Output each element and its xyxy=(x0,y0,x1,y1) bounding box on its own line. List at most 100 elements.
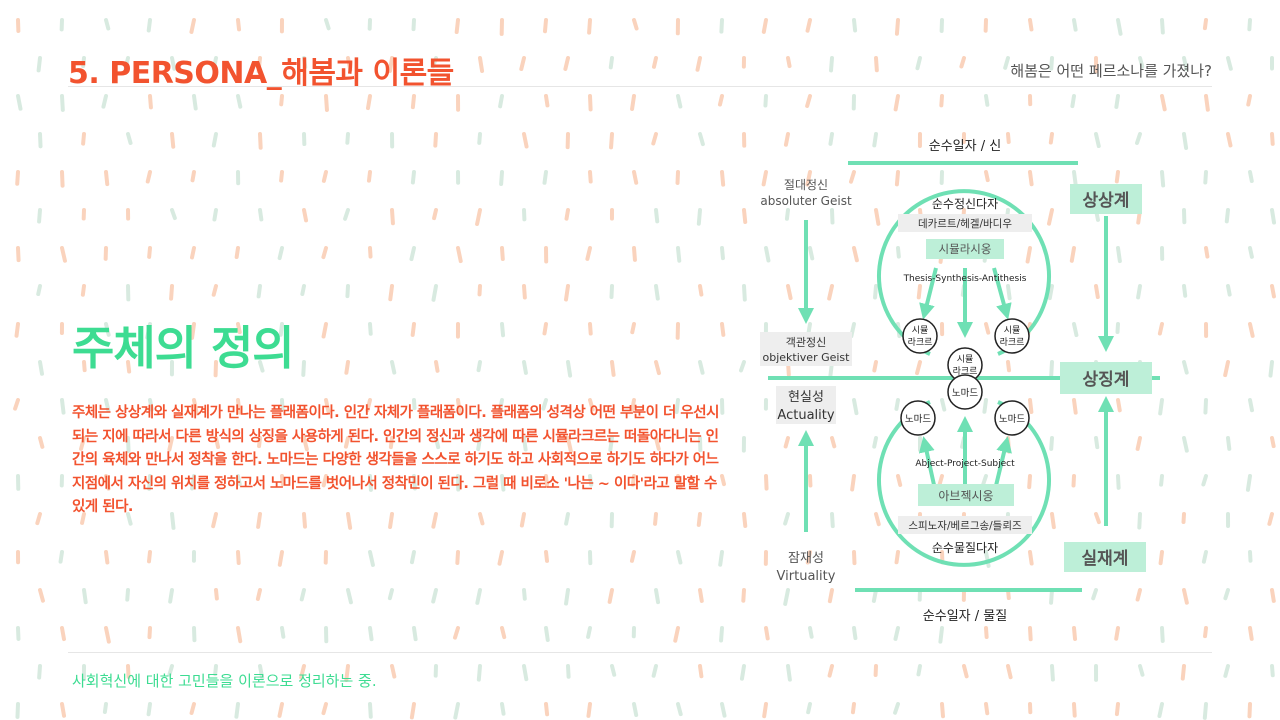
background-dash xyxy=(368,626,374,642)
background-dash xyxy=(1049,588,1054,605)
background-dash xyxy=(278,322,284,337)
background-dash xyxy=(630,94,636,111)
background-dash xyxy=(412,626,418,642)
background-dash xyxy=(477,132,482,145)
background-dash xyxy=(1204,94,1210,112)
background-dash xyxy=(894,18,900,36)
background-dash xyxy=(104,170,110,187)
background-dash xyxy=(741,588,746,603)
background-dash xyxy=(564,512,570,526)
background-dash xyxy=(761,18,768,34)
background-dash xyxy=(81,56,86,69)
background-dash xyxy=(1203,398,1208,415)
background-dash xyxy=(189,702,196,715)
background-dash xyxy=(519,512,526,528)
background-dash xyxy=(1158,398,1164,416)
background-dash xyxy=(1157,702,1164,719)
background-dash xyxy=(500,702,506,716)
footer-divider xyxy=(68,652,1212,653)
background-dash xyxy=(676,246,682,263)
background-dash xyxy=(16,246,21,263)
background-dash xyxy=(805,170,812,187)
background-dash xyxy=(168,588,174,604)
background-dash xyxy=(522,588,527,601)
background-dash xyxy=(1201,550,1208,564)
background-dash xyxy=(1157,322,1164,336)
background-dash xyxy=(1116,474,1121,490)
background-dash xyxy=(60,170,65,188)
background-dash xyxy=(1226,132,1233,148)
top-label: 순수일자 / 신 xyxy=(929,139,1001,154)
background-dash xyxy=(1268,360,1274,378)
svg-text:노마드: 노마드 xyxy=(952,388,978,399)
upper-circle xyxy=(877,189,1051,356)
background-dash xyxy=(1245,474,1252,492)
background-dash xyxy=(255,588,262,601)
background-dash xyxy=(519,56,526,71)
background-dash xyxy=(982,398,988,414)
simulation-label: 시뮬라시옹 xyxy=(939,242,992,256)
background-dash xyxy=(1226,56,1233,71)
background-dash xyxy=(126,664,131,679)
background-dash xyxy=(1114,702,1120,717)
background-dash xyxy=(544,550,550,563)
background-dash xyxy=(1248,170,1254,184)
background-dash xyxy=(321,474,328,488)
real-label: 실재계 xyxy=(1082,549,1129,569)
background-dash xyxy=(79,436,86,451)
background-dash xyxy=(299,588,306,602)
background-dash xyxy=(522,664,529,682)
background-dash xyxy=(345,284,350,299)
background-dash xyxy=(211,132,218,148)
background-dash xyxy=(893,94,900,112)
background-dash xyxy=(236,94,243,109)
background-dash xyxy=(1114,170,1120,184)
background-dash xyxy=(343,208,350,221)
background-dash xyxy=(632,702,639,718)
background-dash xyxy=(497,398,504,413)
background-dash xyxy=(258,664,265,681)
background-dash xyxy=(170,512,176,530)
background-dash xyxy=(343,436,350,449)
background-dash xyxy=(783,512,790,526)
objective-geist-label-bg xyxy=(760,332,852,366)
background-dash xyxy=(60,246,67,263)
background-dash xyxy=(673,626,680,643)
background-dash xyxy=(566,664,571,679)
background-dash xyxy=(544,474,549,488)
background-dash xyxy=(80,512,86,525)
background-dash xyxy=(630,398,636,412)
background-dash xyxy=(1182,588,1189,605)
background-dash xyxy=(410,94,416,110)
lower-circle-title: 순수물질다자 xyxy=(932,541,998,555)
background-dash xyxy=(500,322,506,338)
background-dash xyxy=(301,360,306,377)
subject-diagram: 순수일자 / 신 순수일자 / 물질 절대정신 absoluter Geist … xyxy=(760,139,1160,624)
background-dash xyxy=(1203,626,1208,639)
background-dash xyxy=(277,550,284,567)
background-dash xyxy=(1049,360,1054,378)
background-dash xyxy=(808,626,814,639)
background-dash xyxy=(984,170,990,183)
background-dash xyxy=(189,18,196,34)
actuality-en: Actuality xyxy=(777,408,834,423)
background-dash xyxy=(1006,132,1011,145)
background-dash xyxy=(190,170,196,183)
background-dash xyxy=(192,94,198,111)
background-dash xyxy=(894,398,900,411)
real-label-bg xyxy=(1064,542,1146,572)
background-dash xyxy=(388,436,394,450)
background-dash xyxy=(764,474,769,491)
background-dash xyxy=(1050,664,1055,682)
background-dash xyxy=(277,702,284,718)
background-dash xyxy=(390,208,395,226)
background-dash xyxy=(939,94,944,108)
background-dash xyxy=(324,18,331,31)
background-dash xyxy=(1003,56,1010,70)
background-dash xyxy=(1226,284,1232,297)
background-dash xyxy=(1114,626,1120,641)
background-dash xyxy=(279,94,284,107)
background-dash xyxy=(1223,588,1230,601)
background-dash xyxy=(1247,702,1252,719)
background-dash xyxy=(1270,208,1277,225)
